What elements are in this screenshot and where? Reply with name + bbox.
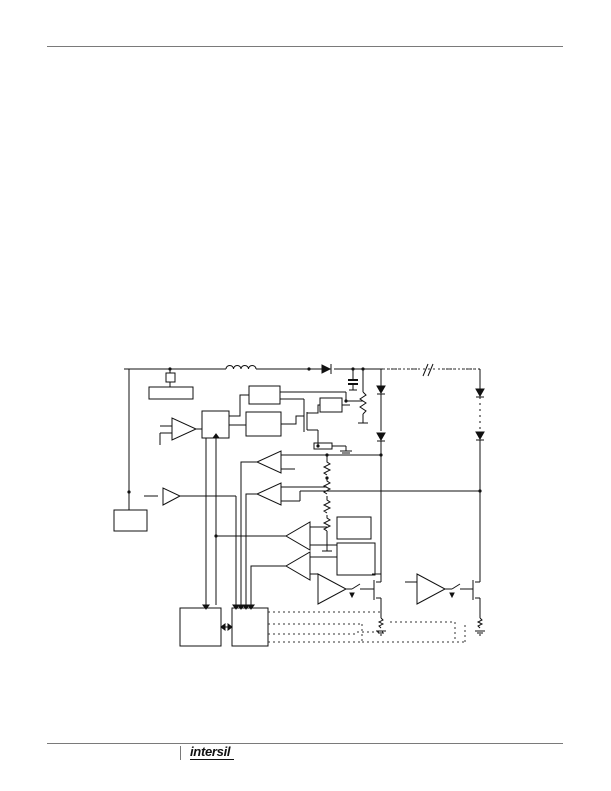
schottky-diode	[321, 364, 332, 374]
enable-comparator	[144, 487, 237, 605]
power-rail	[124, 363, 480, 377]
status-block-upper	[336, 516, 372, 540]
feedback-divider	[358, 369, 368, 424]
string1-current-sink	[317, 573, 386, 636]
comparator-lower-a	[214, 521, 337, 551]
comparator-middle	[245, 482, 327, 605]
error-amplifier	[159, 417, 202, 445]
logo-underline	[190, 759, 234, 760]
intersil-logo: intersil	[190, 744, 231, 759]
led-string-2	[299, 369, 485, 574]
dimming-signal-lines	[268, 368, 478, 643]
interface-block	[179, 607, 222, 647]
current-sense-block	[148, 386, 194, 400]
ovp-block	[319, 397, 343, 413]
header-rule	[47, 46, 563, 47]
footer-rule	[47, 743, 563, 744]
gate-driver-block	[245, 411, 282, 437]
dimming-control-block	[231, 607, 269, 647]
vin-reference-block	[113, 509, 148, 532]
comparator-lower-b	[250, 551, 337, 605]
sense-mosfet	[165, 369, 176, 387]
output-capacitor	[348, 369, 358, 391]
footer-separator	[180, 746, 181, 760]
inductor	[225, 365, 257, 370]
led-string-1	[372, 369, 386, 575]
control-logic	[201, 410, 246, 439]
threshold-ladder	[283, 453, 383, 552]
oscillator-block	[248, 385, 281, 405]
status-block-lower	[336, 542, 376, 576]
string2-current-sink	[405, 573, 485, 636]
